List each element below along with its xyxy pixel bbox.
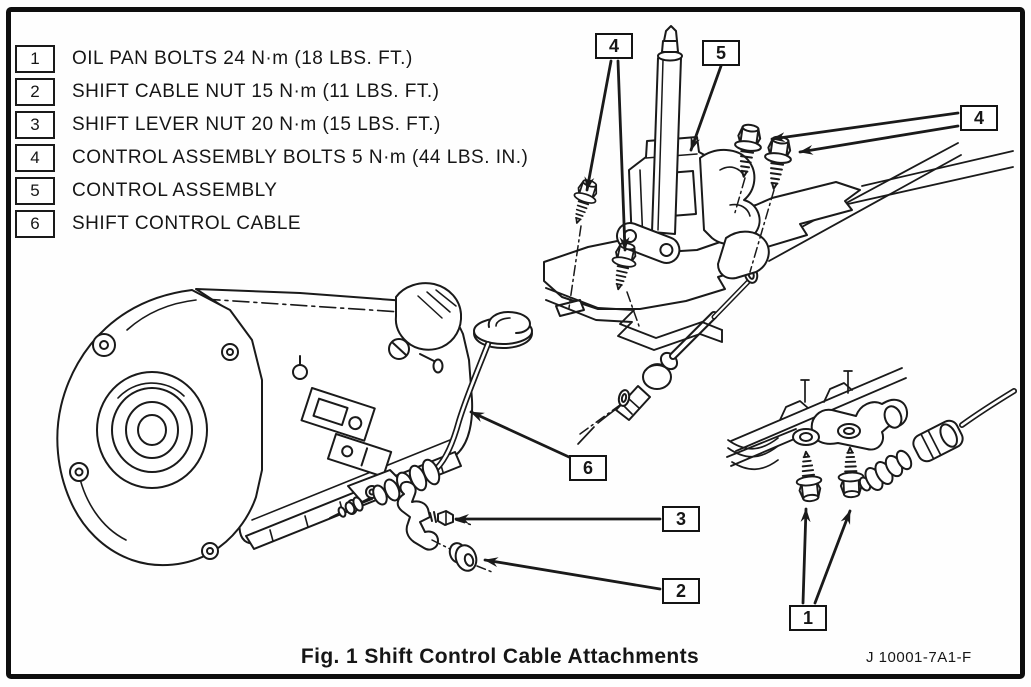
legend-label-2: SHIFT CABLE NUT 15 N·m (11 LBS. FT.) [72,81,440,102]
legend-label-6: SHIFT CONTROL CABLE [72,213,302,234]
arrow-2 [483,557,662,591]
cable-bracket [396,480,439,551]
callout-box-2: 2 [662,578,700,604]
legend-row-5: 5 CONTROL ASSEMBLY [15,177,528,205]
control-assembly-bolts [565,122,795,327]
inset-cable [858,388,1017,492]
legend-row-6: 6 SHIFT CONTROL CABLE [15,210,528,238]
callout-box-4-right: 4 [960,105,998,131]
oil-pan-cable-bracket [810,398,909,451]
oil-pan-inset [726,367,1017,504]
legend: 1 OIL PAN BOLTS 24 N·m (18 LBS. FT.) 2 S… [15,45,529,244]
arrow-5 [689,64,723,152]
legend-label-3: SHIFT LEVER NUT 20 N·m (15 LBS. FT.) [72,114,441,135]
transmission-bell-housing [56,289,263,567]
arrow-1-b [813,509,852,605]
transmission-servo-detail [292,355,393,478]
legend-row-4: 4 CONTROL ASSEMBLY BOLTS 5 N·m (44 LBS. … [15,144,529,172]
callout-box-1: 1 [789,605,827,631]
cable-grommet [473,311,533,349]
legend-key-5: 5 [15,177,55,205]
legend-row-1: 1 OIL PAN BOLTS 24 N·m (18 LBS. FT.) [15,45,528,73]
callout-box-4-top: 4 [595,33,633,59]
legend-key-4: 4 [15,144,55,172]
callout-box-5: 5 [702,40,740,66]
legend-key-1: 1 [15,45,55,73]
legend-label-4: CONTROL ASSEMBLY BOLTS 5 N·m (44 LBS. IN… [72,147,529,168]
control-assembly [543,25,1014,351]
legend-key-2: 2 [15,78,55,106]
shift-lever-stick [651,25,683,235]
legend-key-6: 6 [15,210,55,238]
transmission-tail-housing [388,282,463,374]
shift-cable-nut [431,539,493,573]
legend-row-3: 3 SHIFT LEVER NUT 20 N·m (15 LBS. FT.) [15,111,528,139]
shift-pivot-link [616,222,681,264]
legend-label-5: CONTROL ASSEMBLY [72,180,278,201]
arrow-4-right-a [770,111,960,143]
legend-label-1: OIL PAN BOLTS 24 N·m (18 LBS. FT.) [72,48,413,69]
cable-bracket-group [396,480,493,573]
arrow-4-right-b [798,124,960,155]
callout-arrows [454,59,960,605]
cable-anchor-hook [577,389,631,445]
legend-row-2: 2 SHIFT CABLE NUT 15 N·m (11 LBS. FT.) [15,78,528,106]
document-code: J 10001-7A1-F [866,649,972,666]
arrow-4-top-a [584,59,613,192]
oil-pan-bolts [792,446,865,504]
callout-box-6: 6 [569,455,607,481]
arrow-1-a [800,507,811,605]
transmission [56,282,474,567]
arrow-4-top-b [616,59,630,252]
arrow-6 [469,410,571,459]
figure-caption: Fig. 1 Shift Control Cable Attachments [300,645,700,668]
callout-box-3: 3 [662,506,700,532]
legend-key-3: 3 [15,111,55,139]
